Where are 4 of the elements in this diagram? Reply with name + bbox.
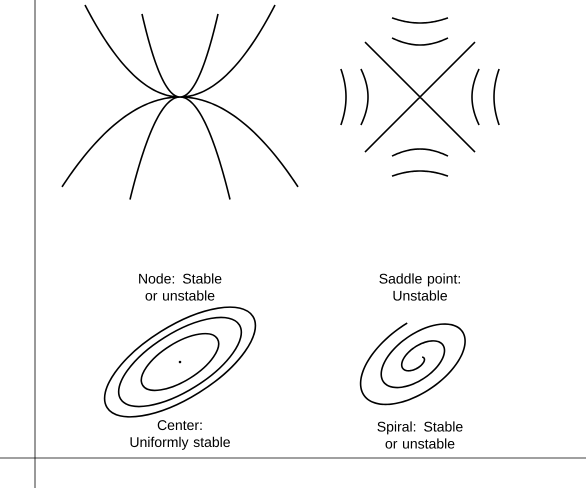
- caption-text: Spiral: Stable or unstable: [377, 421, 463, 449]
- caption-text: Center: Uniformly stable: [130, 420, 230, 450]
- caption-text: Saddle point: Unstable: [379, 273, 460, 301]
- caption-text: Node: Stable or unstable: [139, 273, 222, 301]
